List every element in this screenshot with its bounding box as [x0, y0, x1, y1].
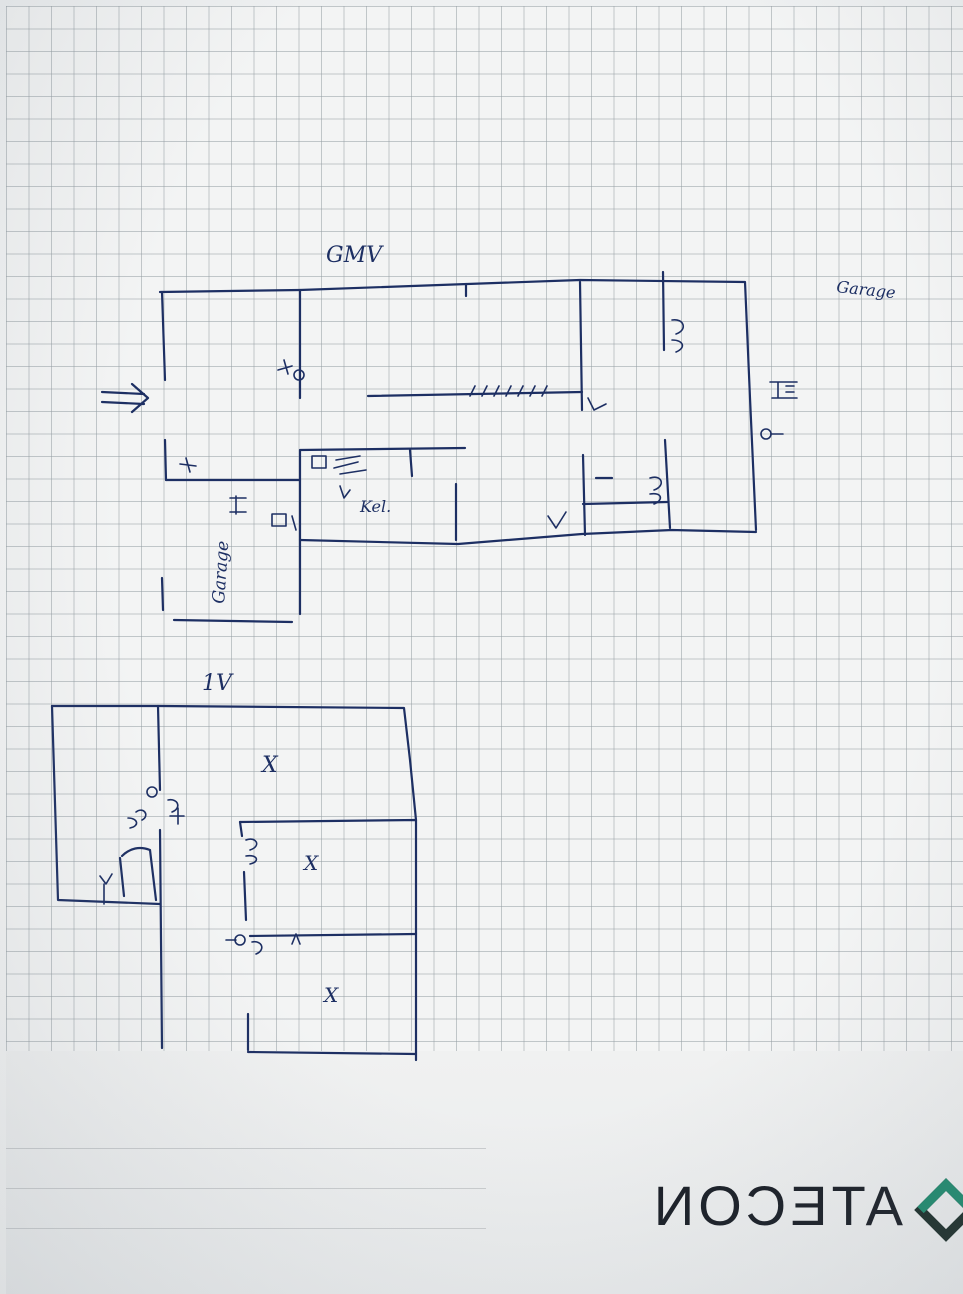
- door-symbol: [179, 457, 197, 473]
- outlet-symbol: [760, 428, 772, 440]
- window-symbol: [311, 455, 367, 475]
- room-label-keller: Kel.: [359, 497, 391, 516]
- room-mark: X: [260, 753, 279, 778]
- wall-mid: [366, 390, 584, 398]
- wall-room: [238, 818, 418, 936]
- lower-floor-plan: 1V X X: [50, 671, 418, 1062]
- stairs-hatch: [469, 385, 548, 397]
- wall-inner: [156, 704, 162, 792]
- wall-lower-divider: [581, 453, 587, 537]
- wall-inner: [661, 270, 666, 352]
- stair-symbol: [118, 846, 158, 902]
- door-symbol: [167, 798, 185, 825]
- grid-paper: [6, 6, 963, 1051]
- ruled-line: [6, 1228, 486, 1229]
- door-symbol: [291, 933, 301, 945]
- wall-lower-h: [581, 500, 669, 506]
- wall-lower: [164, 446, 467, 482]
- wall-stub: [242, 870, 248, 922]
- outlet-symbol: [293, 369, 305, 381]
- room-mark: X: [302, 851, 319, 875]
- outlet-symbol: [277, 359, 293, 375]
- ruled-line: [6, 1188, 486, 1189]
- wall-garage: [160, 576, 165, 612]
- lined-paper-strip: [6, 1051, 963, 1294]
- garage-label: Garage: [836, 277, 897, 302]
- wall-outer: [50, 704, 162, 906]
- room-label-garage: Garage: [209, 540, 233, 604]
- outlet-symbol: [146, 786, 158, 798]
- wall-left-mid: [163, 438, 168, 482]
- wall-room: [246, 1050, 418, 1056]
- wall-left-top: [160, 290, 167, 382]
- wall-outer: [158, 278, 758, 532]
- door-symbol: [245, 838, 258, 865]
- radiator-symbol: [229, 495, 247, 515]
- wall-lower-bottom: [298, 528, 758, 546]
- door-symbol: [339, 485, 351, 499]
- door-symbol: [649, 476, 662, 505]
- wall-stub: [238, 820, 244, 838]
- door-symbol: [547, 511, 567, 529]
- wall-outer: [50, 704, 418, 822]
- brand-logo: ATECON: [650, 1174, 963, 1242]
- door-symbol: [225, 939, 263, 955]
- wall-garage: [172, 618, 294, 624]
- door-symbol: [99, 873, 113, 905]
- floor-lower-label: 1V: [202, 671, 234, 696]
- brand-mark-icon: [914, 1178, 963, 1242]
- room-mark: X: [322, 983, 339, 1007]
- door-symbol: [127, 809, 147, 829]
- upper-floor-plan: GMV Garage Kel. Garage: [100, 243, 897, 624]
- door-symbol: [671, 319, 684, 353]
- wall-lower-divider: [663, 438, 672, 530]
- wall-stub: [408, 448, 414, 478]
- door-symbol: [587, 397, 607, 411]
- wall-inner: [578, 280, 584, 412]
- wall-inner: [158, 828, 164, 1050]
- meter-symbol: [769, 381, 798, 399]
- brand-name: ATECON: [650, 1174, 903, 1237]
- entrance-arrow: [100, 382, 150, 414]
- ruled-line: [6, 1148, 486, 1149]
- wall-room: [248, 932, 418, 938]
- switch-symbol: [271, 513, 297, 531]
- floor-upper-label: GMV: [326, 243, 384, 268]
